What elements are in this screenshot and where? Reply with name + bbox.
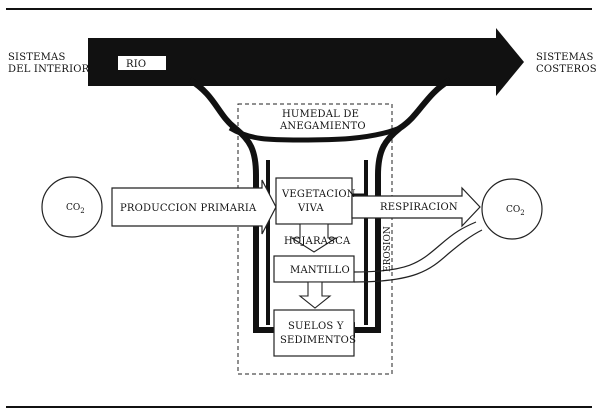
rio-label-box (118, 56, 166, 70)
label-co2-left: CO2 (66, 203, 85, 215)
label-humedal-2: ANEGAMIENTO (279, 121, 366, 132)
label-vegetacion-1: VEGETACION (281, 189, 356, 200)
wetland-inflow-curve (228, 125, 401, 143)
mantillo-box (273, 255, 355, 283)
label-vegetacion-2: VIVA (297, 203, 324, 214)
suelos-sedimentos-box (273, 309, 355, 357)
bottom-rule (6, 406, 592, 408)
top-rule (6, 8, 592, 10)
label-mantillo: MANTILLO (290, 265, 350, 276)
label-produccion-primaria: PRODUCCION PRIMARIA (120, 203, 257, 214)
co2-right-circle (481, 178, 543, 240)
label-suelos-1: SUELOS Y (288, 321, 344, 332)
co2-left-circle (41, 176, 103, 238)
label-sistemas-interior-1: SISTEMAS (8, 52, 66, 63)
erosion-arrow-top (353, 221, 477, 273)
produccion-primaria-arrow (111, 179, 277, 235)
label-erosion: EROSION (383, 226, 393, 272)
label-sistemas-costeros-1: SISTEMAS (536, 52, 594, 63)
mantillo-to-suelos-arrow (298, 281, 332, 309)
label-rio: RIO (126, 59, 146, 70)
humedal-boundary (237, 103, 393, 375)
river-arrow (88, 28, 524, 96)
label-respiracion: RESPIRACION (380, 202, 458, 213)
respiracion-arrow (351, 186, 481, 228)
hojarasca-arrow (290, 223, 338, 253)
label-hojarasca: HOJARASCA (284, 236, 351, 247)
label-humedal-1: HUMEDAL DE (282, 109, 359, 120)
label-sistemas-costeros-2: COSTEROS (536, 64, 597, 75)
vegetacion-viva-box (275, 177, 353, 225)
label-suelos-2: SEDIMENTOS (280, 335, 356, 346)
erosion-arrow-bottom (353, 229, 483, 283)
label-co2-right: CO2 (506, 205, 525, 217)
label-sistemas-interior-2: DEL INTERIOR (8, 64, 90, 75)
